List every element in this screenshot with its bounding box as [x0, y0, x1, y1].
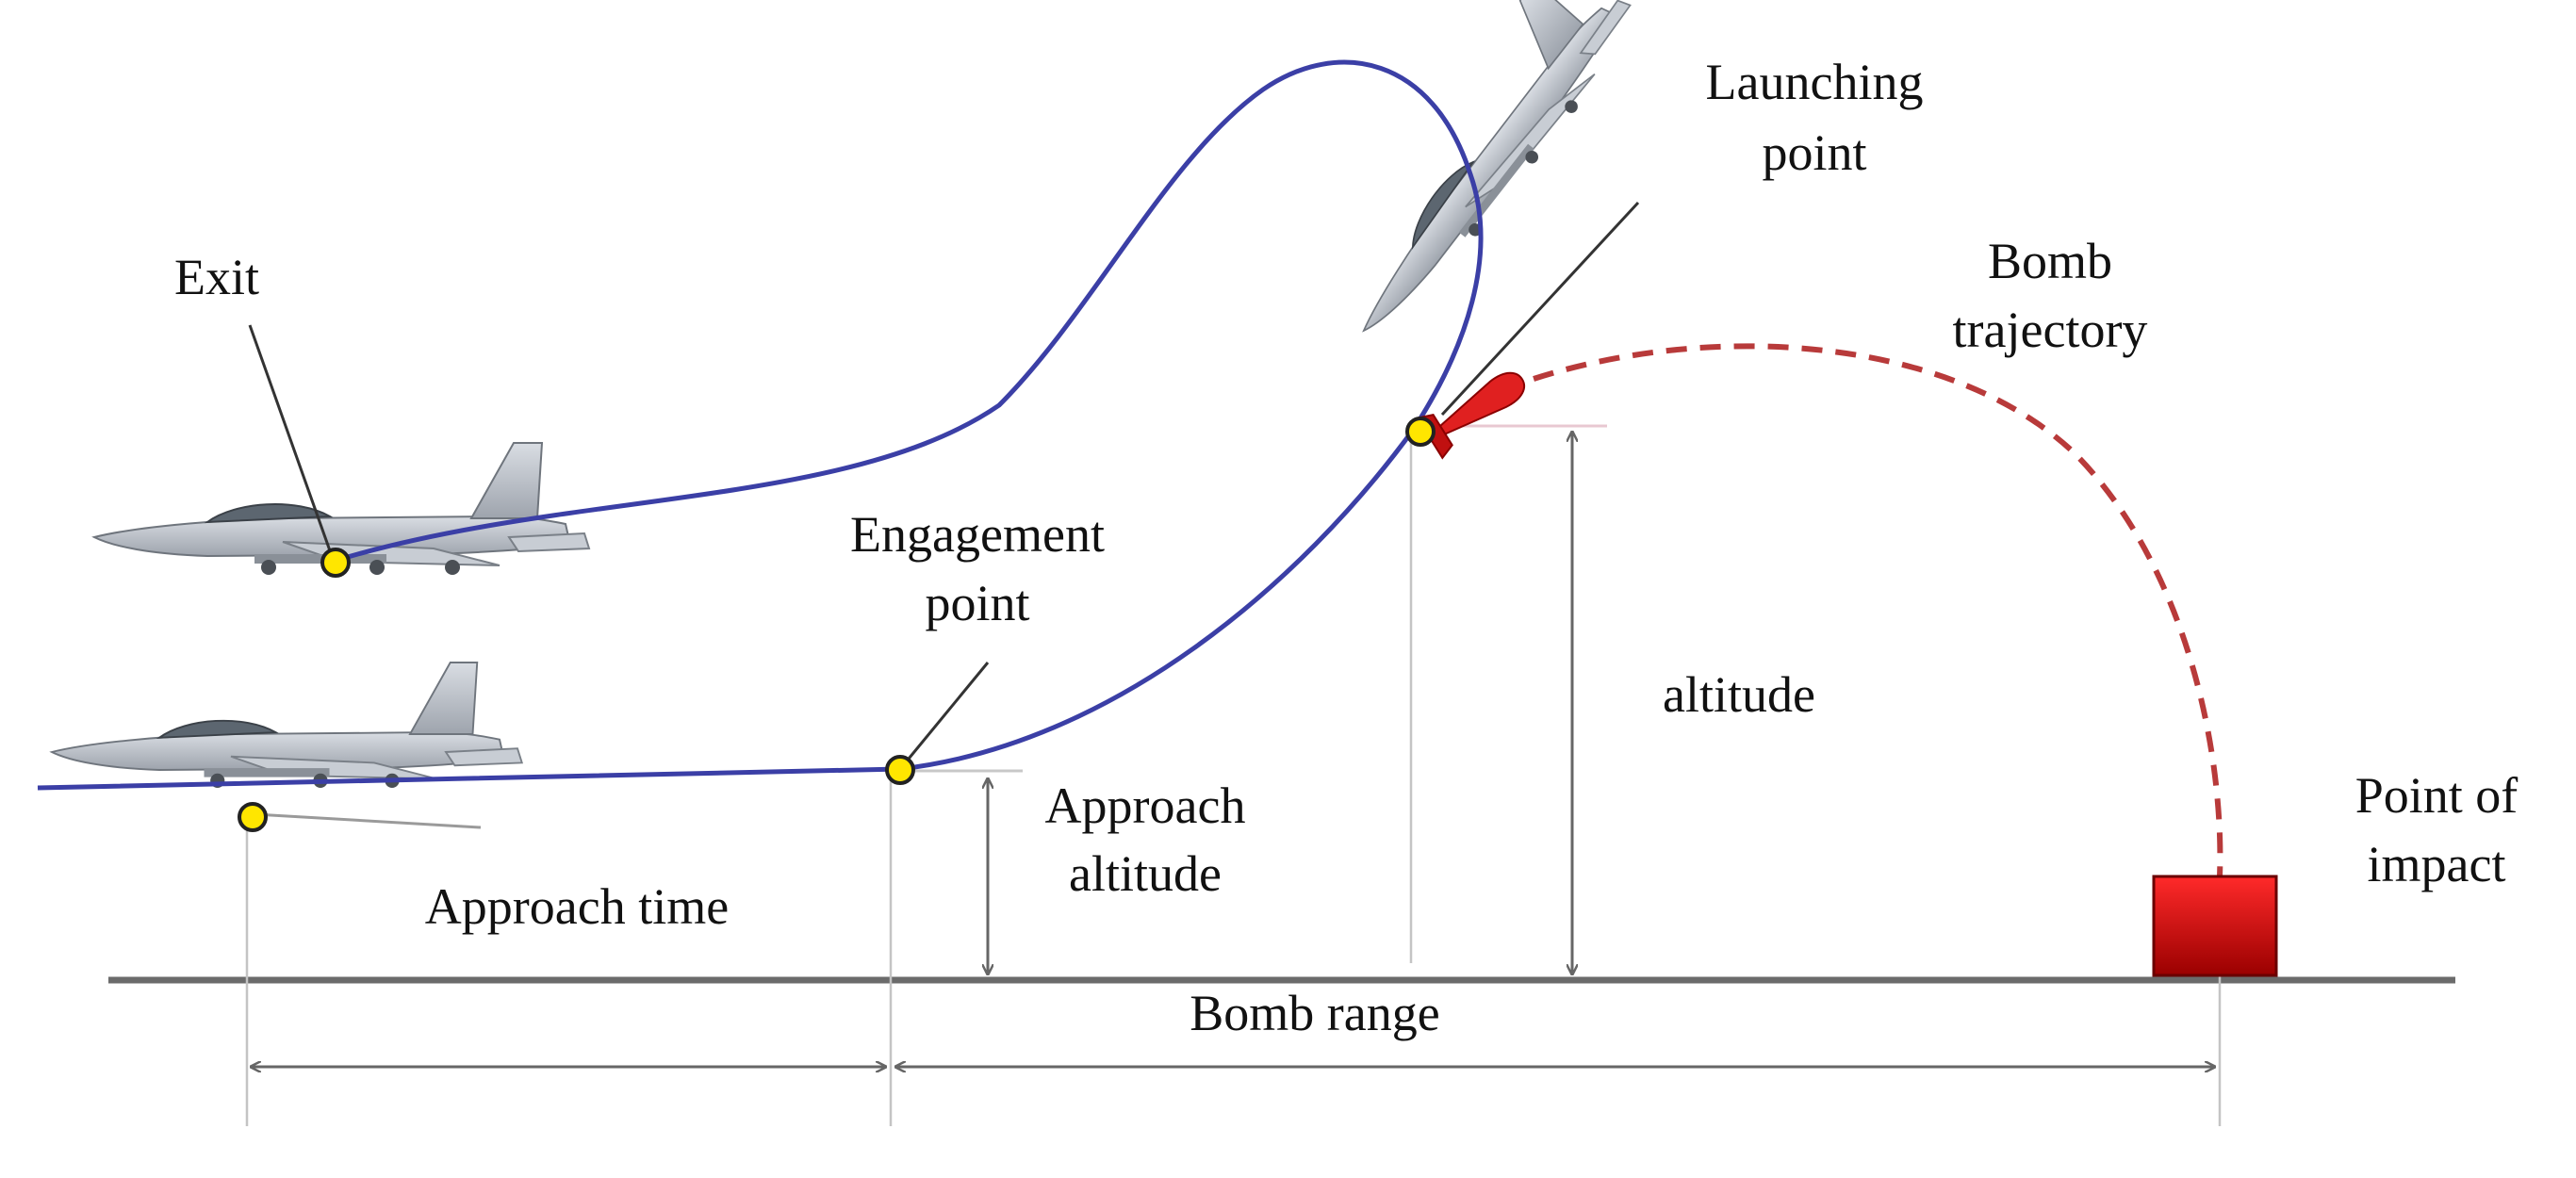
- label-launching-point-1: Launching: [1706, 54, 1924, 110]
- bomb-icon: [1416, 371, 1526, 460]
- label-bomb-trajectory-1: Bomb: [1988, 233, 2112, 289]
- label-point-of-impact-2: impact: [2368, 836, 2506, 892]
- label-exit: Exit: [174, 249, 259, 305]
- label-engagement-point-2: point: [925, 575, 1029, 631]
- label-point-of-impact-1: Point of: [2355, 767, 2519, 824]
- label-launching-point-2: point: [1762, 124, 1866, 181]
- label-altitude: altitude: [1663, 666, 1815, 723]
- flight-path-loop: [331, 59, 1484, 564]
- label-bomb-range: Bomb range: [1190, 985, 1439, 1041]
- exit-pointer-tail: [254, 812, 482, 829]
- exit-point-marker: [320, 548, 351, 578]
- bomb-trajectory: [1468, 343, 2223, 877]
- target-box-icon: [2152, 875, 2278, 977]
- engagement-point-marker: [885, 755, 915, 785]
- launching-point-marker: [1405, 417, 1436, 447]
- engagement-point-pointer: [903, 662, 990, 764]
- label-approach-altitude-1: Approach: [1045, 777, 1246, 834]
- label-bomb-trajectory-2: trajectory: [1953, 302, 2148, 358]
- flight-path: [37, 427, 1417, 791]
- approach-point-marker: [238, 802, 268, 832]
- aircraft-approach-icon: [51, 662, 523, 789]
- launching-point-pointer: [1440, 201, 1640, 417]
- label-approach-altitude-2: altitude: [1069, 845, 1222, 902]
- label-approach-time: Approach time: [425, 878, 729, 935]
- label-engagement-point-1: Engagement: [850, 506, 1105, 563]
- exit-pointer: [248, 324, 334, 557]
